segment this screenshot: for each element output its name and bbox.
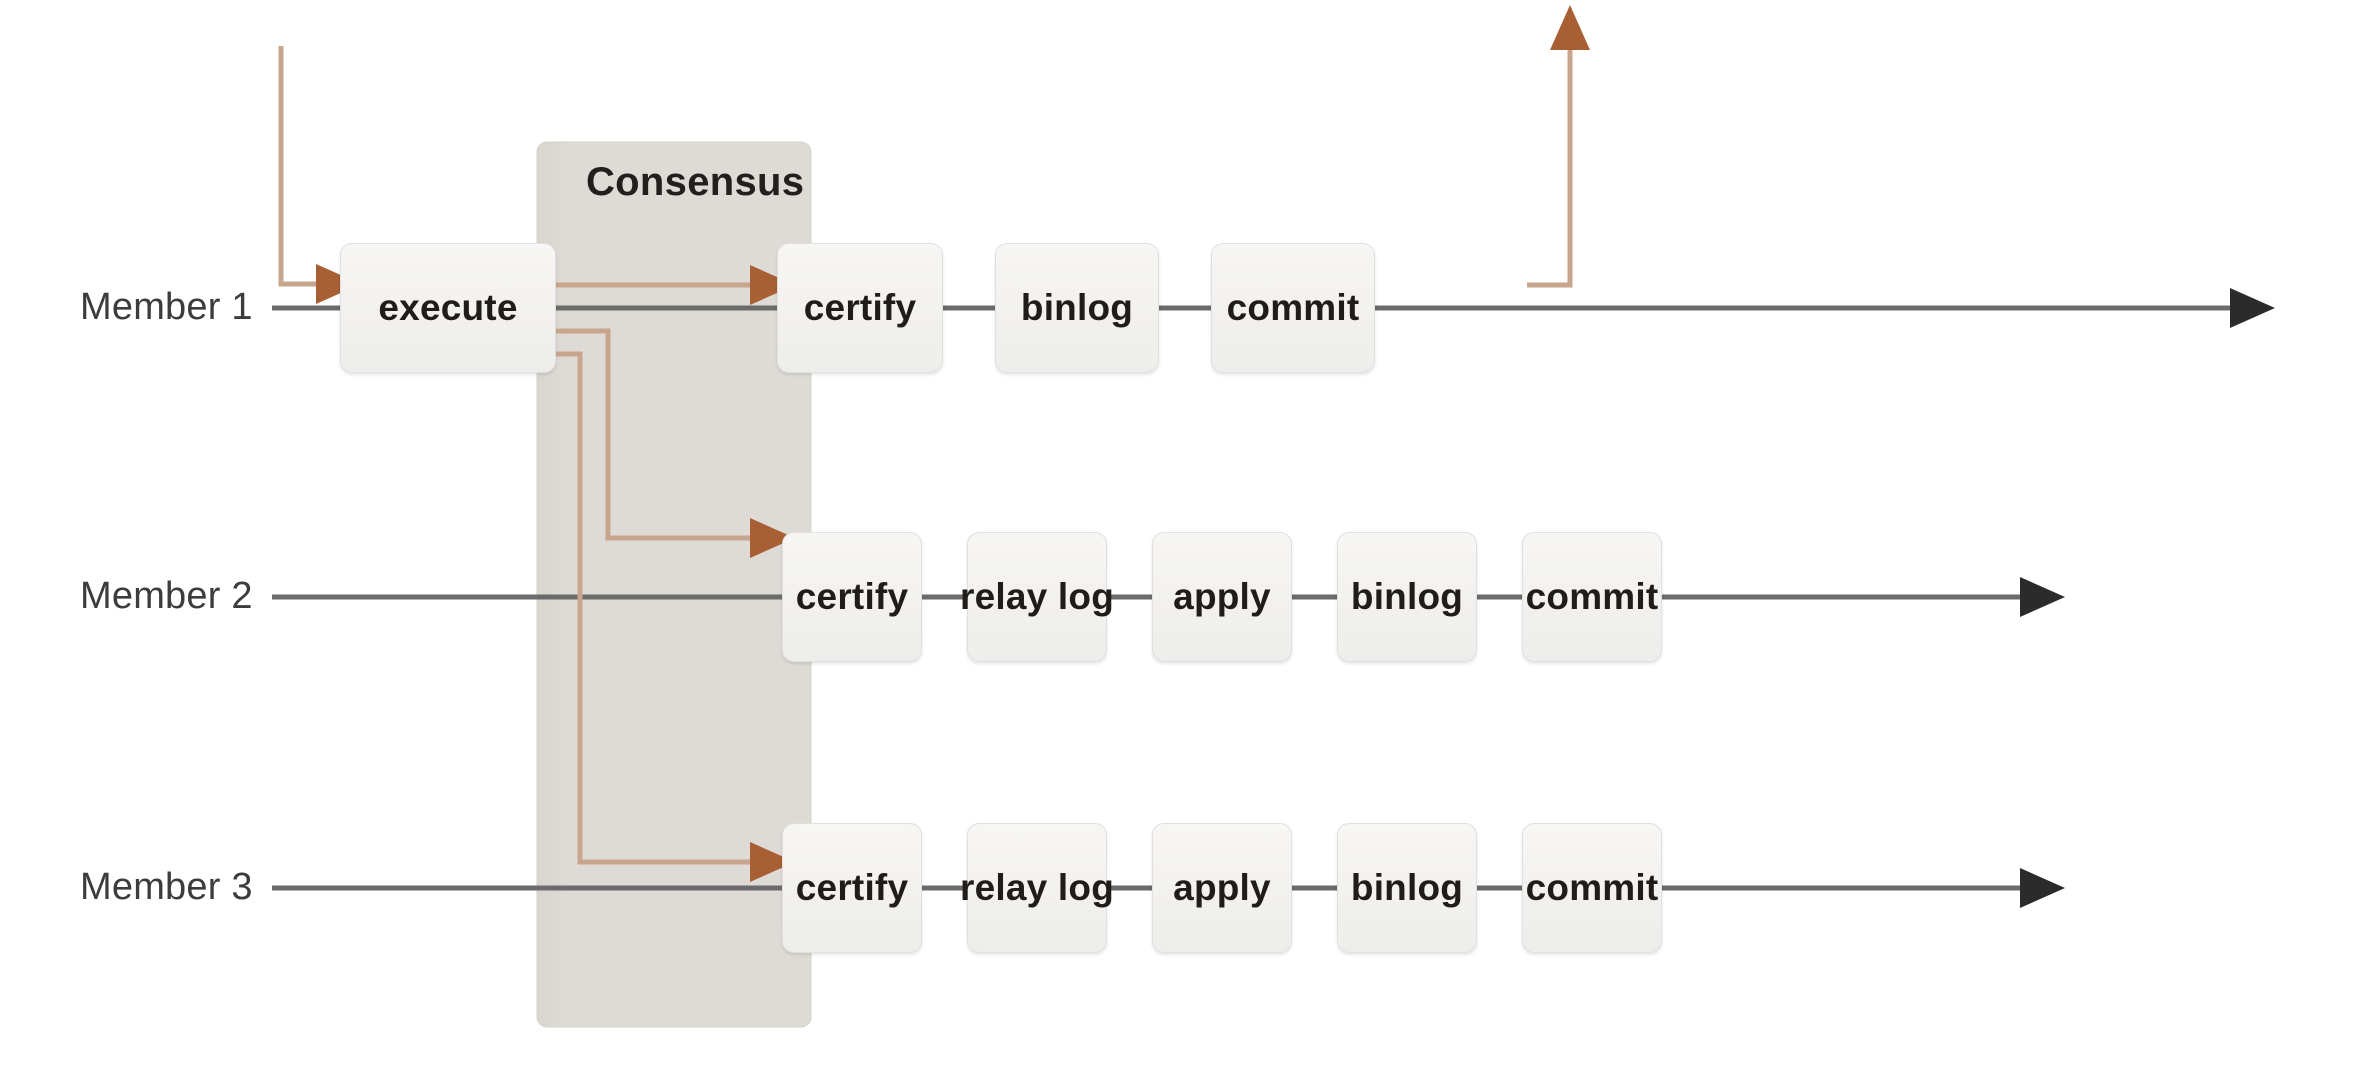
member-label-3: Member 3 <box>80 866 253 908</box>
stage-box-member1-commit[interactable]: commit <box>1211 243 1375 373</box>
stage-box-member2-apply[interactable]: apply <box>1152 532 1292 662</box>
broadcast-member2-arrow <box>556 328 795 558</box>
stage-box-member3-apply[interactable]: apply <box>1152 823 1292 953</box>
client-request-arrow <box>278 46 361 304</box>
stage-box-member2-binlog[interactable]: binlog <box>1337 532 1477 662</box>
stage-box-member2-commit[interactable]: commit <box>1522 532 1662 662</box>
consensus-label: Consensus <box>586 160 805 204</box>
stage-box-member1-certify[interactable]: certify <box>777 243 943 373</box>
stage-box-member2-certify[interactable]: certify <box>782 532 922 662</box>
member-label-2: Member 2 <box>80 575 253 617</box>
stage-box-member3-certify[interactable]: certify <box>782 823 922 953</box>
broadcast-member3-arrow <box>556 351 795 882</box>
stage-box-member3-relay-log[interactable]: relay log <box>960 823 1114 953</box>
stage-box-member3-binlog[interactable]: binlog <box>1337 823 1477 953</box>
stage-box-member1-execute[interactable]: execute <box>340 243 556 373</box>
stage-box-member2-relay-log[interactable]: relay log <box>960 532 1114 662</box>
client-response-arrow <box>1527 5 1590 288</box>
member-label-1: Member 1 <box>80 286 253 328</box>
stage-box-member1-binlog[interactable]: binlog <box>995 243 1159 373</box>
stage-box-member3-commit[interactable]: commit <box>1522 823 1662 953</box>
